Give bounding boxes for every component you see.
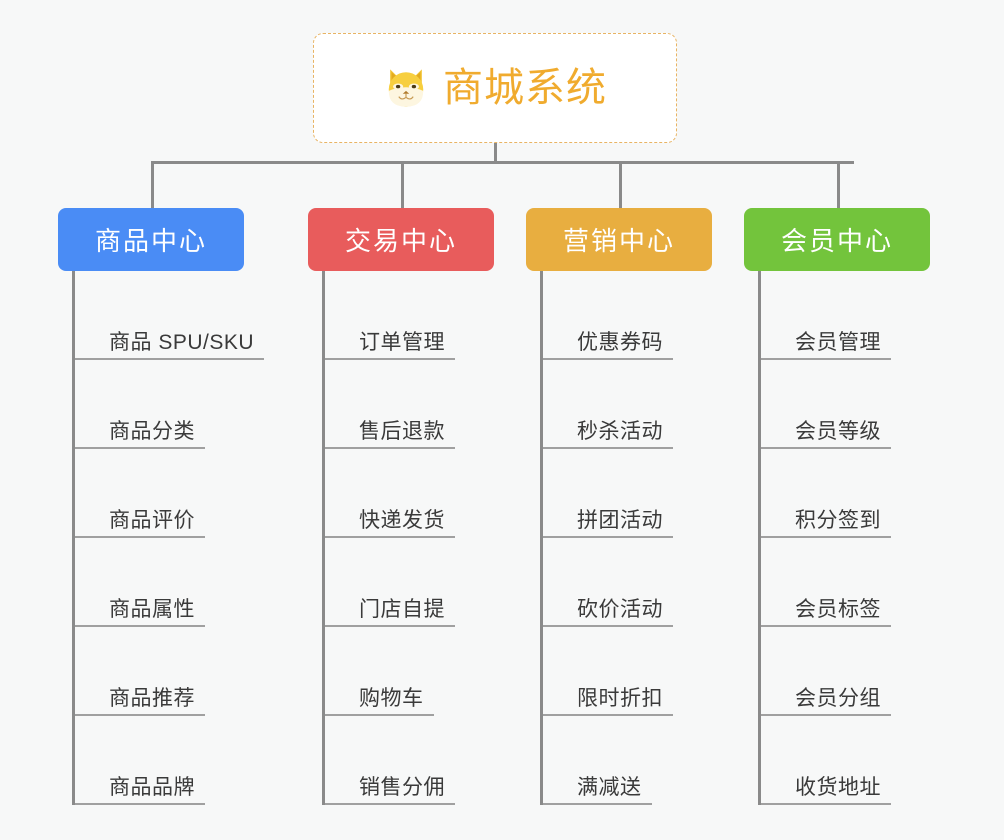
list-item[interactable]: 优惠券码	[543, 271, 712, 360]
list-item[interactable]: 会员等级	[761, 360, 930, 449]
branch-header-label: 商品中心	[94, 226, 207, 256]
leaf-underline	[543, 803, 652, 805]
leaf-underline	[75, 625, 205, 627]
list-item[interactable]: 积分签到	[761, 449, 930, 538]
branch-header-product[interactable]: 商品中心	[58, 208, 244, 271]
branch-header-trade[interactable]: 交易中心	[308, 208, 494, 271]
list-item[interactable]: 拼团活动	[543, 449, 712, 538]
root-node[interactable]: 商城系统	[313, 33, 677, 143]
branch-column-marketing: 营销中心 优惠券码 秒杀活动 拼团活动 砍价活动 限时折扣	[526, 208, 712, 805]
branch-header-member[interactable]: 会员中心	[744, 208, 930, 271]
root-title: 商城系统	[443, 66, 607, 110]
leaf-underline	[761, 803, 891, 805]
leaf-label: 砍价活动	[577, 598, 663, 621]
branch-header-label: 会员中心	[780, 226, 893, 256]
connector-drop-4	[837, 161, 840, 208]
leaf-underline	[75, 803, 205, 805]
list-item[interactable]: 砍价活动	[543, 538, 712, 627]
leaf-underline	[543, 358, 673, 360]
leaf-underline	[325, 803, 455, 805]
leaf-underline	[761, 358, 891, 360]
list-item[interactable]: 收货地址	[761, 716, 930, 805]
list-item[interactable]: 会员管理	[761, 271, 930, 360]
leaf-label: 秒杀活动	[577, 420, 663, 443]
list-item[interactable]: 限时折扣	[543, 627, 712, 716]
connector-drop-2	[401, 161, 404, 208]
leaf-label: 会员等级	[795, 420, 881, 443]
leaf-underline	[543, 625, 673, 627]
leaf-label: 销售分佣	[359, 776, 445, 799]
branch-column-trade: 交易中心 订单管理 售后退款 快递发货 门店自提 购物车	[308, 208, 494, 805]
leaf-label: 优惠券码	[577, 331, 663, 354]
leaf-underline	[761, 447, 891, 449]
leaf-underline	[75, 447, 205, 449]
leaf-underline	[543, 447, 673, 449]
leaf-underline	[325, 625, 455, 627]
leaf-label: 满减送	[577, 776, 642, 799]
list-item[interactable]: 商品品牌	[75, 716, 254, 805]
leaf-underline	[325, 358, 455, 360]
list-item[interactable]: 秒杀活动	[543, 360, 712, 449]
leaf-underline	[761, 714, 891, 716]
branch-header-label: 营销中心	[562, 226, 675, 256]
leaf-underline	[325, 714, 434, 716]
leaf-underline	[543, 714, 673, 716]
branch-column-product: 商品中心 商品 SPU/SKU 商品分类 商品评价 商品属性 商品推荐	[58, 208, 264, 805]
leaf-underline	[325, 447, 455, 449]
leaf-label: 门店自提	[359, 598, 445, 621]
leaf-label: 订单管理	[359, 331, 445, 354]
leaf-label: 商品分类	[109, 420, 195, 443]
leaf-label: 商品评价	[109, 509, 195, 532]
list-item[interactable]: 商品 SPU/SKU	[75, 271, 264, 360]
shiba-dog-face-icon	[383, 65, 429, 111]
list-item[interactable]: 会员标签	[761, 538, 930, 627]
leaf-underline	[543, 536, 673, 538]
connector-drop-3	[619, 161, 622, 208]
connector-root-stem	[494, 143, 497, 163]
leaf-label: 商品属性	[109, 598, 195, 621]
list-item[interactable]: 购物车	[325, 627, 494, 716]
list-item[interactable]: 满减送	[543, 716, 712, 805]
connector-drop-1	[151, 161, 154, 208]
leaf-label: 会员分组	[795, 687, 881, 710]
list-item[interactable]: 商品推荐	[75, 627, 254, 716]
leaf-label: 购物车	[359, 687, 424, 710]
leaf-underline	[325, 536, 455, 538]
leaf-underline	[761, 536, 891, 538]
branch-header-label: 交易中心	[344, 226, 457, 256]
leaf-label: 商品 SPU/SKU	[109, 331, 255, 354]
list-item[interactable]: 门店自提	[325, 538, 494, 627]
branch-column-member: 会员中心 会员管理 会员等级 积分签到 会员标签 会员分组	[744, 208, 930, 805]
leaf-list-marketing: 优惠券码 秒杀活动 拼团活动 砍价活动 限时折扣 满减送	[540, 271, 712, 805]
list-item[interactable]: 商品属性	[75, 538, 254, 627]
list-item[interactable]: 商品评价	[75, 449, 254, 538]
leaf-label: 限时折扣	[577, 687, 663, 710]
leaf-label: 商品推荐	[109, 687, 195, 710]
leaf-label: 快递发货	[359, 509, 445, 532]
list-item[interactable]: 销售分佣	[325, 716, 494, 805]
leaf-underline	[75, 714, 205, 716]
connector-horizontal-bus	[151, 161, 854, 164]
list-item[interactable]: 商品分类	[75, 360, 254, 449]
leaf-underline	[75, 358, 264, 360]
leaf-list-trade: 订单管理 售后退款 快递发货 门店自提 购物车 销售分佣	[322, 271, 494, 805]
leaf-list-product: 商品 SPU/SKU 商品分类 商品评价 商品属性 商品推荐 商品品牌	[72, 271, 264, 805]
leaf-label: 商品品牌	[109, 776, 195, 799]
leaf-label: 会员标签	[795, 598, 881, 621]
list-item[interactable]: 售后退款	[325, 360, 494, 449]
leaf-underline	[761, 625, 891, 627]
list-item[interactable]: 会员分组	[761, 627, 930, 716]
leaf-list-member: 会员管理 会员等级 积分签到 会员标签 会员分组 收货地址	[758, 271, 930, 805]
leaf-label: 积分签到	[795, 509, 881, 532]
leaf-label: 售后退款	[359, 420, 445, 443]
list-item[interactable]: 快递发货	[325, 449, 494, 538]
leaf-label: 会员管理	[795, 331, 881, 354]
leaf-label: 收货地址	[795, 776, 881, 799]
leaf-underline	[75, 536, 205, 538]
leaf-label: 拼团活动	[577, 509, 663, 532]
list-item[interactable]: 订单管理	[325, 271, 494, 360]
branch-header-marketing[interactable]: 营销中心	[526, 208, 712, 271]
